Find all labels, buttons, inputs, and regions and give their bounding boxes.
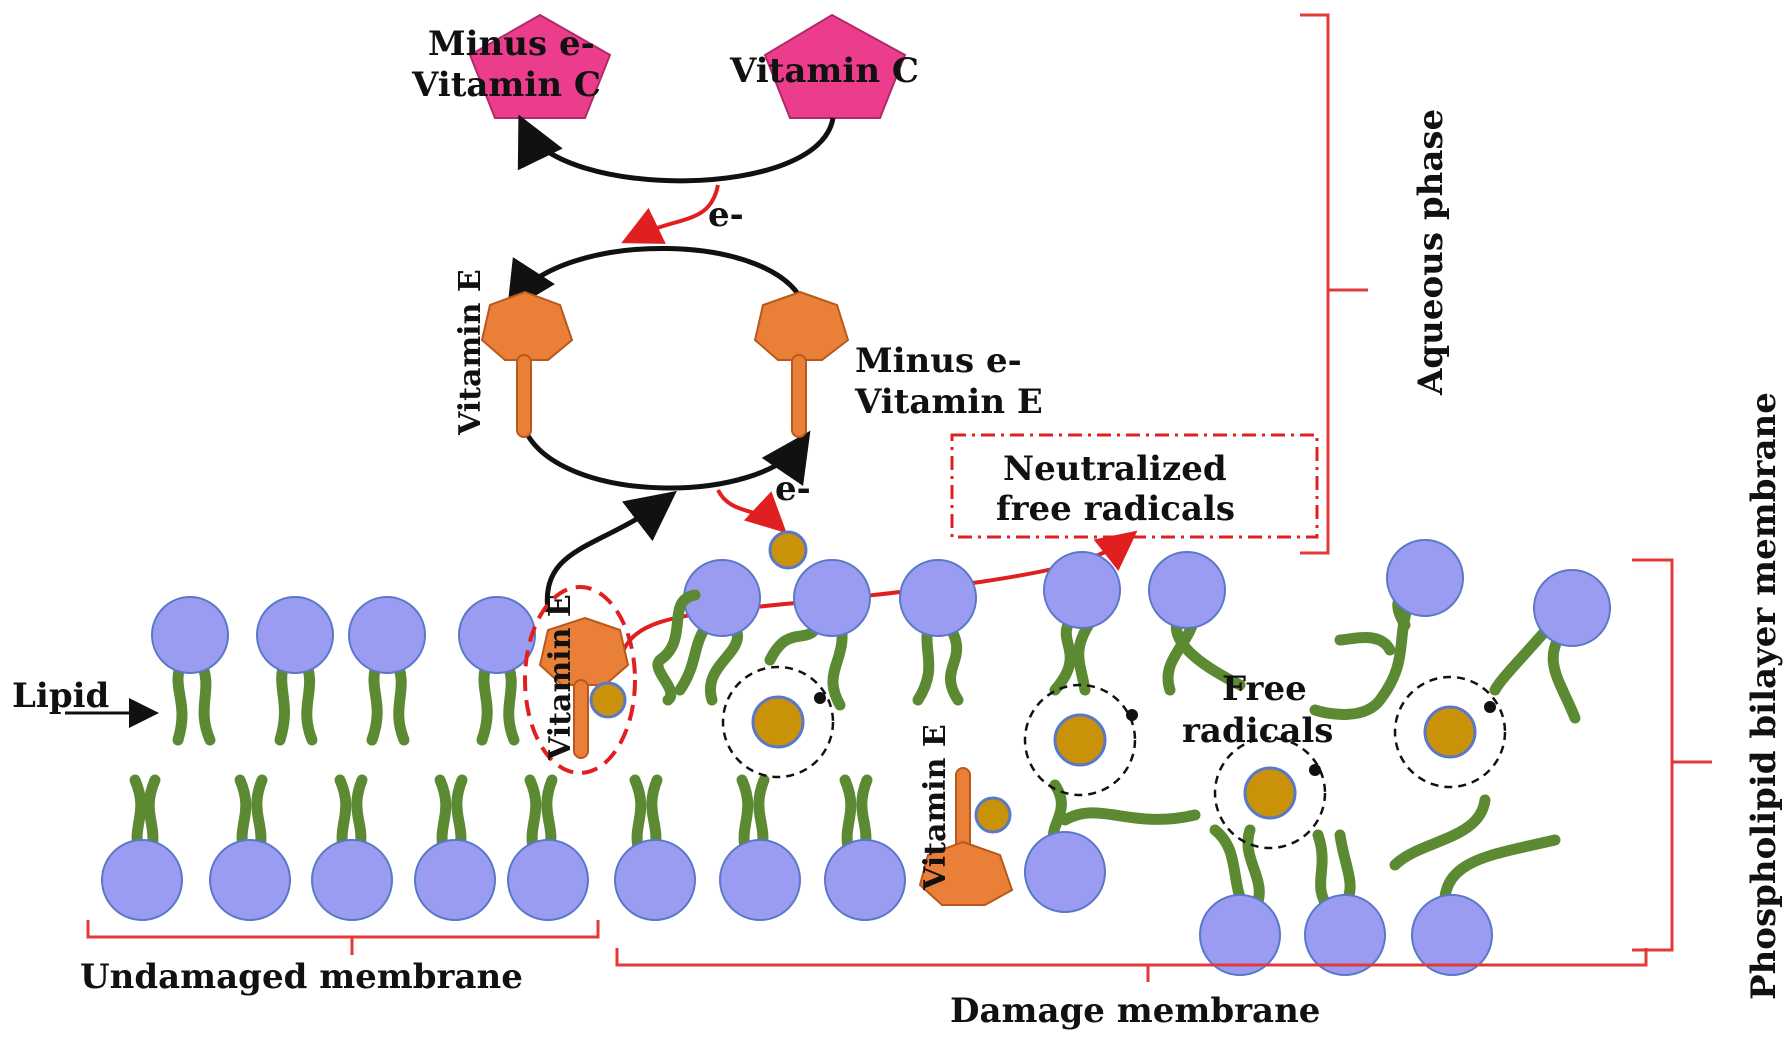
vitamin-e-left-label: Vitamin E bbox=[453, 269, 488, 436]
lipid-damaged bbox=[764, 559, 871, 711]
vitamin-e-left-molecule bbox=[480, 290, 574, 438]
upper-leaflet bbox=[151, 539, 1611, 746]
neutralized-radical-dot bbox=[768, 530, 808, 570]
minus-e-vitamin-e-label-1: Minus e- bbox=[855, 341, 1022, 381]
lipid bbox=[151, 596, 229, 746]
lipid bbox=[458, 596, 536, 746]
minus-e-vitamin-c-label-2: Vitamin C bbox=[411, 65, 601, 105]
e-minus-top-label: e- bbox=[708, 195, 744, 235]
lower-leaflet bbox=[101, 774, 1561, 976]
lipid bbox=[507, 774, 589, 921]
lipid-damaged bbox=[1304, 829, 1386, 976]
undamaged-brace bbox=[86, 920, 600, 955]
lipid bbox=[719, 774, 801, 921]
loose-tail bbox=[652, 589, 701, 706]
neutralized-label-2: free radicals bbox=[996, 489, 1235, 529]
bilayer-brace bbox=[1632, 558, 1712, 952]
undamaged-membrane-label: Undamaged membrane bbox=[80, 957, 523, 997]
lipid-damaged bbox=[1024, 779, 1201, 913]
free-radicals-label-2: radicals bbox=[1182, 711, 1333, 751]
vitamin-e-damaged-molecule bbox=[918, 767, 1014, 906]
lipid bbox=[824, 774, 906, 921]
lipid-damaged bbox=[1489, 569, 1611, 724]
vitamin-e-up-arrow bbox=[544, 490, 677, 613]
electron-arrow-top bbox=[621, 184, 720, 244]
lipid-damaged bbox=[1309, 539, 1464, 720]
bilayer-label: Phospholipid bilayer membrane bbox=[1744, 392, 1784, 1000]
lipid bbox=[614, 774, 696, 921]
minus-e-vitamin-e-molecule bbox=[753, 290, 850, 438]
lipid bbox=[311, 774, 393, 921]
damage-brace bbox=[615, 948, 1648, 982]
lipid bbox=[348, 596, 426, 746]
vitamin-c-cycle-arrow bbox=[517, 114, 836, 184]
lipid-damaged bbox=[1043, 551, 1121, 696]
free-radical bbox=[721, 665, 835, 779]
lipid-damaged bbox=[674, 559, 761, 706]
lipid bbox=[256, 596, 334, 746]
vitamin-e-damaged-label: Vitamin E bbox=[918, 724, 953, 891]
vitamin-e-cycle-arrow-top bbox=[506, 246, 808, 313]
neutralized-label-1: Neutralized bbox=[1003, 449, 1227, 489]
vitamin-e-membrane-label: Vitamin E bbox=[543, 594, 578, 761]
vitamin-e-cycle-arrow-bottom bbox=[522, 428, 811, 491]
aqueous-phase-label: Aqueous phase bbox=[1411, 109, 1451, 396]
vitamin-e-membrane-molecule bbox=[538, 616, 630, 759]
free-radical bbox=[1023, 683, 1138, 797]
lipid bbox=[101, 774, 183, 921]
lipid-damaged bbox=[1148, 551, 1246, 696]
vitamin-c-shape bbox=[763, 13, 907, 119]
free-radical bbox=[1213, 736, 1327, 850]
minus-e-vitamin-c-label-1: Minus e- bbox=[428, 24, 595, 64]
aqueous-phase-brace bbox=[1300, 13, 1368, 555]
free-radicals-label-1: Free bbox=[1222, 669, 1307, 709]
vitamin-e-highlight bbox=[523, 585, 637, 775]
damage-membrane-label: Damage membrane bbox=[950, 991, 1320, 1031]
electron-arrow-bottom bbox=[716, 489, 787, 534]
lipid-damaged bbox=[899, 559, 977, 706]
e-minus-bottom-label: e- bbox=[775, 469, 811, 509]
vitamin-c-label: Vitamin C bbox=[729, 51, 919, 91]
lipid bbox=[414, 774, 496, 921]
lipid-damaged bbox=[1199, 824, 1281, 976]
lipid bbox=[209, 774, 291, 921]
lipid-label: Lipid bbox=[12, 676, 109, 716]
minus-e-vitamin-e-label-2: Vitamin E bbox=[854, 382, 1043, 422]
lipid-damaged bbox=[1389, 794, 1561, 976]
free-radical bbox=[1393, 675, 1507, 789]
